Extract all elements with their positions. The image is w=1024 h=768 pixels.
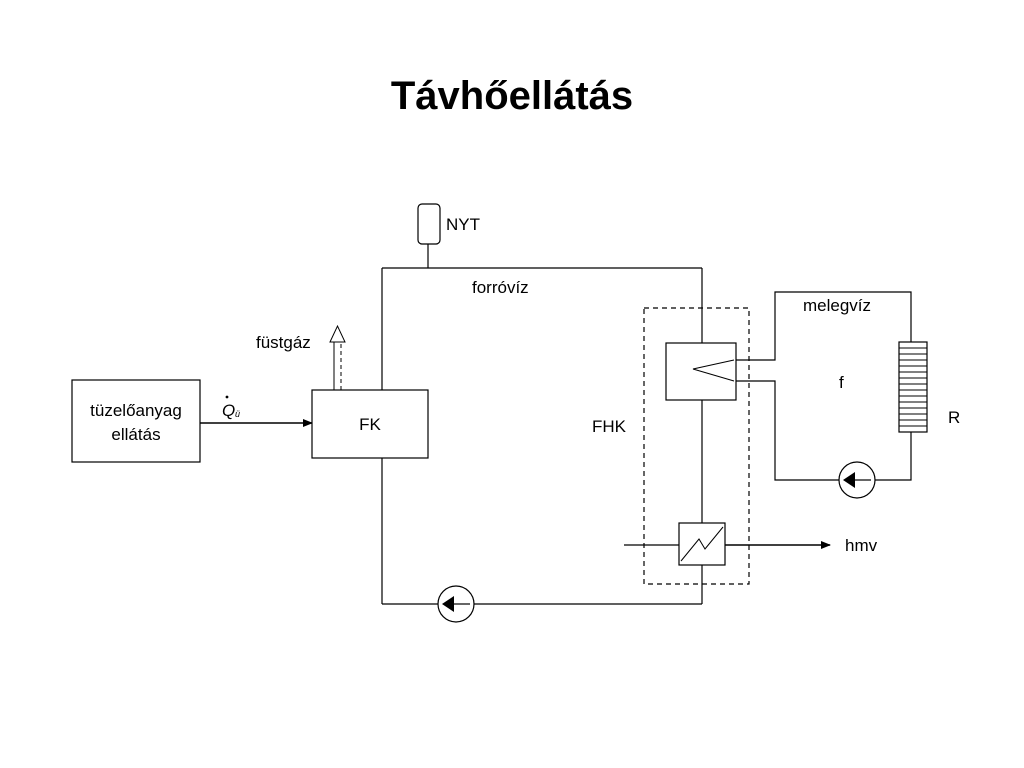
flue-gas-label: füstgáz <box>256 333 311 352</box>
heat-flow-symbol: Q ü <box>222 395 240 420</box>
boiler-box: FK <box>311 389 429 459</box>
page-title: Távhőellátás <box>390 74 634 118</box>
heating-heat-exchanger <box>665 342 737 401</box>
substation-label: FHK <box>592 417 627 436</box>
substation-boundary <box>643 307 750 585</box>
radiator-icon <box>898 341 928 433</box>
fuel-supply-box: tüzelőanyag ellátás <box>71 379 201 463</box>
fuel-supply-label-line1: tüzelőanyag <box>90 401 182 420</box>
hot-water-network-label: forróvíz <box>472 278 529 297</box>
domestic-hot-water-label: hmv <box>845 536 878 555</box>
primary-pump-icon <box>437 585 475 623</box>
loop-marker-label: f <box>839 373 844 392</box>
fuel-supply-label-line2: ellátás <box>111 425 160 444</box>
expansion-tank-label: NYT <box>446 215 480 234</box>
primary-loop <box>381 267 703 605</box>
dhw-heat-exchanger <box>678 522 726 566</box>
flue-gas-arrow <box>329 324 346 390</box>
heat-flow-symbol-q: Q <box>222 401 235 420</box>
expansion-tank <box>417 203 441 268</box>
secondary-pump-icon <box>838 461 876 499</box>
boiler-label: FK <box>359 415 381 434</box>
heat-flow-symbol-subscript: ü <box>235 409 240 419</box>
secondary-loop <box>736 291 912 481</box>
radiator-label: R <box>948 408 960 427</box>
warm-water-loop-label: melegvíz <box>803 296 871 315</box>
